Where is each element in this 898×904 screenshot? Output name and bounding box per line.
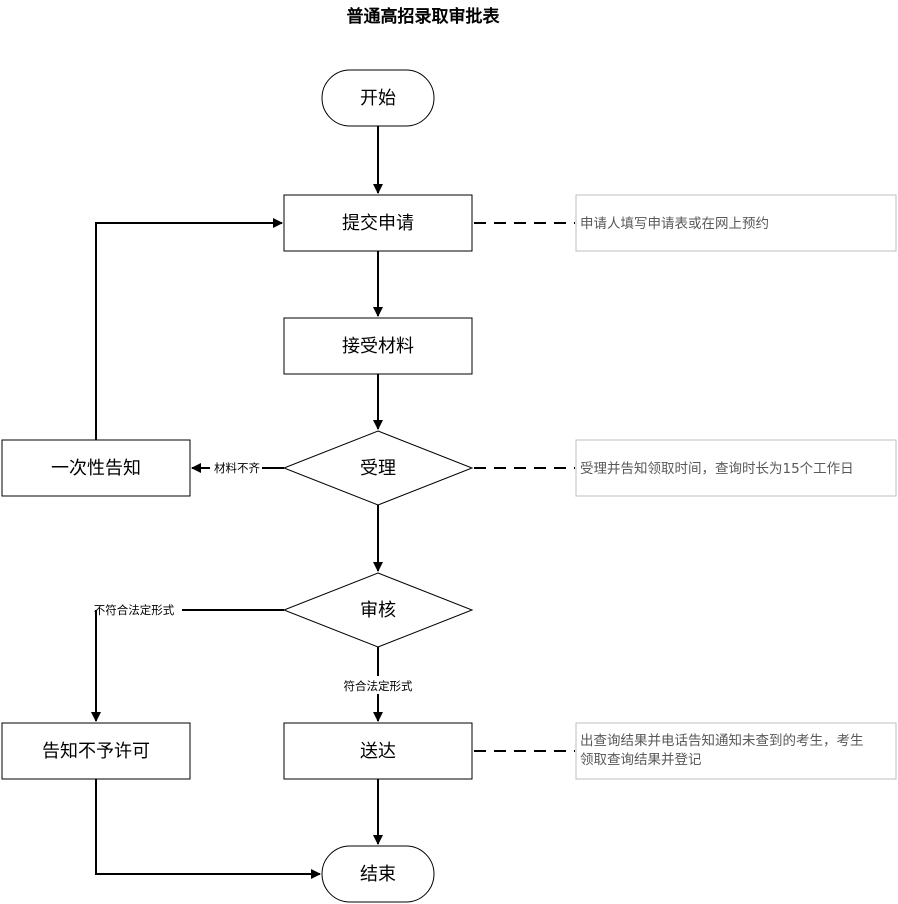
edge-label-not-compliant: 不符合法定形式 [94,603,175,617]
edge-notify-submit [95,218,283,440]
note-deliver: 出查询结果并电话告知通知未查到的考生，考生 领取查询结果并登记 [575,722,897,780]
deny-label: 告知不予许可 [42,741,150,762]
accept-label: 受理 [360,458,396,479]
note-deliver-text-line2: 领取查询结果并登记 [580,752,702,768]
start-node: 开始 [321,69,435,127]
review-decision: 审核 [282,572,474,648]
review-label: 审核 [360,600,396,621]
notify-once-node: 一次性告知 [1,439,191,497]
edge-label-compliant: 符合法定形式 [344,679,413,693]
end-node: 结束 [321,845,435,903]
note-accept-text: 受理并告知领取时间，查询时长为15个工作日 [580,460,854,477]
note-accept: 受理并告知领取时间，查询时长为15个工作日 [575,439,897,497]
note-deliver-text-line1: 出查询结果并电话告知通知未查到的考生，考生 [580,732,864,749]
receive-label: 接受材料 [342,336,414,357]
edge-deny-end [95,779,321,879]
note-submit: 申请人填写申请表或在网上预约 [575,194,897,252]
submit-node: 提交申请 [283,194,473,252]
edge-label-incomplete: 材料不齐 [214,461,260,475]
accept-decision: 受理 [282,430,474,506]
deliver-node: 送达 [283,722,473,780]
start-label: 开始 [360,88,396,109]
receive-node: 接受材料 [283,317,473,375]
page-title: 普通高招录取审批表 [347,6,501,27]
end-label: 结束 [360,864,396,885]
notify-once-label: 一次性告知 [51,458,141,479]
note-submit-text: 申请人填写申请表或在网上预约 [580,216,769,232]
deliver-label: 送达 [360,741,396,762]
submit-label: 提交申请 [342,213,414,234]
deny-node: 告知不予许可 [1,722,191,780]
